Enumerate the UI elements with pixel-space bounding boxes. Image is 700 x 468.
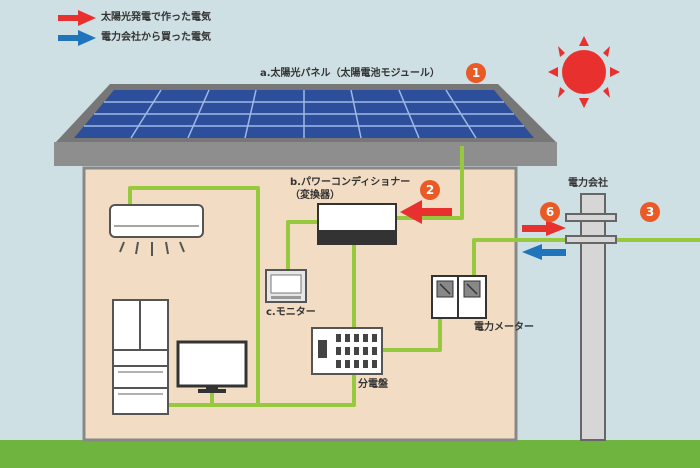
solar-panel xyxy=(74,89,534,139)
sun-icon xyxy=(548,36,620,108)
roof-eave xyxy=(54,142,557,166)
power-conditioner xyxy=(317,203,397,245)
solar-flow-arrow xyxy=(400,200,452,224)
solar-panel-label: a.太陽光パネル（太陽電池モジュール） xyxy=(260,68,440,79)
television xyxy=(176,340,248,393)
air-conditioner xyxy=(109,204,204,256)
step-badge-2: 2 xyxy=(420,180,440,200)
step-badge-1: 1 xyxy=(466,63,486,83)
utility-pole xyxy=(565,193,617,441)
power-company-label: 電力会社 xyxy=(568,178,608,189)
power-meter-label: 電力メーター xyxy=(474,322,534,333)
step-badge-3: 3 xyxy=(640,202,660,222)
buy-flow-arrow xyxy=(522,244,566,260)
legend-purchase-arrow xyxy=(58,30,96,46)
distribution-board xyxy=(311,327,383,375)
refrigerator xyxy=(112,299,169,415)
power-conditioner-label: b.パワーコンディショナー xyxy=(290,177,411,188)
ground xyxy=(0,440,700,468)
monitor-label: c.モニター xyxy=(266,307,316,318)
distribution-board-label: 分電盤 xyxy=(358,379,388,390)
legend-solar-label: 太陽光発電で作った電気 xyxy=(101,12,211,23)
power-meter xyxy=(431,275,487,319)
legend-purchase-label: 電力会社から買った電気 xyxy=(101,32,211,43)
step-badge-6: 6 xyxy=(540,202,560,222)
power-conditioner-sublabel: （変換器） xyxy=(290,190,340,201)
legend-solar-arrow xyxy=(58,10,96,26)
sell-flow-arrow xyxy=(522,220,566,236)
monitor xyxy=(265,269,307,303)
